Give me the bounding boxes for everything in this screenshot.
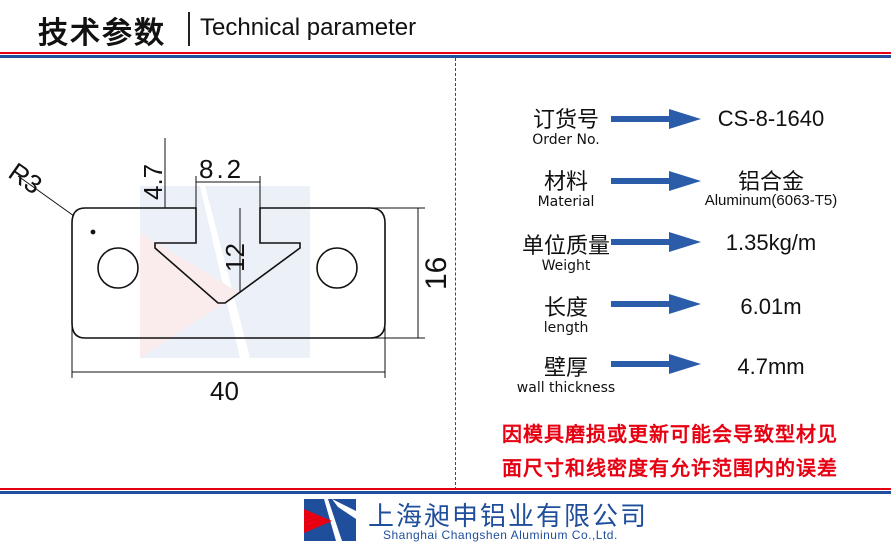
param-value-sub: Aluminum(6063-T5) xyxy=(704,192,838,209)
center-mark xyxy=(90,229,96,235)
mounting-hole-left xyxy=(97,247,139,289)
title-divider xyxy=(188,12,190,46)
param-label-en: Weight xyxy=(541,258,591,274)
param-material: 材料 Material 铝合金 Aluminum(6063-T5) xyxy=(456,162,891,222)
page-title-zh: 技术参数 xyxy=(38,16,166,51)
company-logo-icon xyxy=(304,499,356,541)
arrow-right-icon xyxy=(611,232,701,252)
tolerance-notice-line2: 面尺寸和线密度有允许范围内的误差 xyxy=(502,456,838,480)
dim-slot-width: 8.2 xyxy=(199,154,244,184)
arrow-right-icon xyxy=(611,294,701,314)
param-value: 1.35kg/m xyxy=(725,230,817,255)
param-label-zh: 订货号 xyxy=(532,108,599,133)
param-label-zh: 单位质量 xyxy=(521,234,610,259)
bottom-red-rule xyxy=(0,488,891,490)
dim-radius: R3 xyxy=(3,157,47,201)
company-name-zh: 上海昶申铝业有限公司 xyxy=(368,502,649,532)
param-label-zh: 长度 xyxy=(543,296,588,321)
mounting-hole-right xyxy=(316,247,358,289)
page-header: 技术参数 Technical parameter xyxy=(0,0,891,56)
param-label-zh: 材料 xyxy=(543,170,588,195)
page-title-en: Technical parameter xyxy=(200,14,417,41)
company-name-en: Shanghai Changshen Aluminum Co.,Ltd. xyxy=(383,528,618,542)
profile-outline xyxy=(71,207,386,339)
dimension-lines xyxy=(17,138,425,378)
arrow-right-icon xyxy=(611,109,701,129)
param-value: 6.01m xyxy=(740,294,802,319)
dim-height: 16 xyxy=(420,257,453,290)
company-footer: 上海昶申铝业有限公司 Shanghai Changshen Aluminum C… xyxy=(0,494,891,548)
param-label-zh: 壁厚 xyxy=(543,356,588,381)
param-length: 长度 length 6.01m xyxy=(456,288,891,348)
arrow-right-icon xyxy=(611,171,701,191)
param-order-no: 订货号 Order No. CS-8-1640 xyxy=(456,100,891,160)
watermark-logo xyxy=(140,186,310,358)
param-value: CS-8-1640 xyxy=(717,106,825,131)
dim-slot-depth: 12 xyxy=(220,243,250,272)
param-wall-thickness: 壁厚 wall thickness 4.7mm xyxy=(456,348,891,408)
profile-drawing: R3 4.7 8.2 12 16 40 xyxy=(3,138,453,406)
bottom-blue-rule xyxy=(0,491,891,494)
param-weight: 单位质量 Weight 1.35kg/m xyxy=(456,226,891,286)
param-value: 铝合金 xyxy=(737,169,804,194)
arrow-right-icon xyxy=(611,354,701,374)
top-blue-rule xyxy=(0,55,891,58)
dim-width: 40 xyxy=(210,376,239,406)
dim-wall: 4.7 xyxy=(138,164,168,200)
param-label-en: Material xyxy=(537,194,595,210)
param-label-en: length xyxy=(543,320,589,336)
top-red-rule xyxy=(0,52,891,54)
param-label-en: wall thickness xyxy=(516,380,616,396)
tolerance-notice-line1: 因模具磨损或更新可能会导致型材见 xyxy=(502,422,838,446)
param-value: 4.7mm xyxy=(737,354,805,379)
section-divider xyxy=(455,58,456,490)
param-label-en: Order No. xyxy=(532,132,600,148)
